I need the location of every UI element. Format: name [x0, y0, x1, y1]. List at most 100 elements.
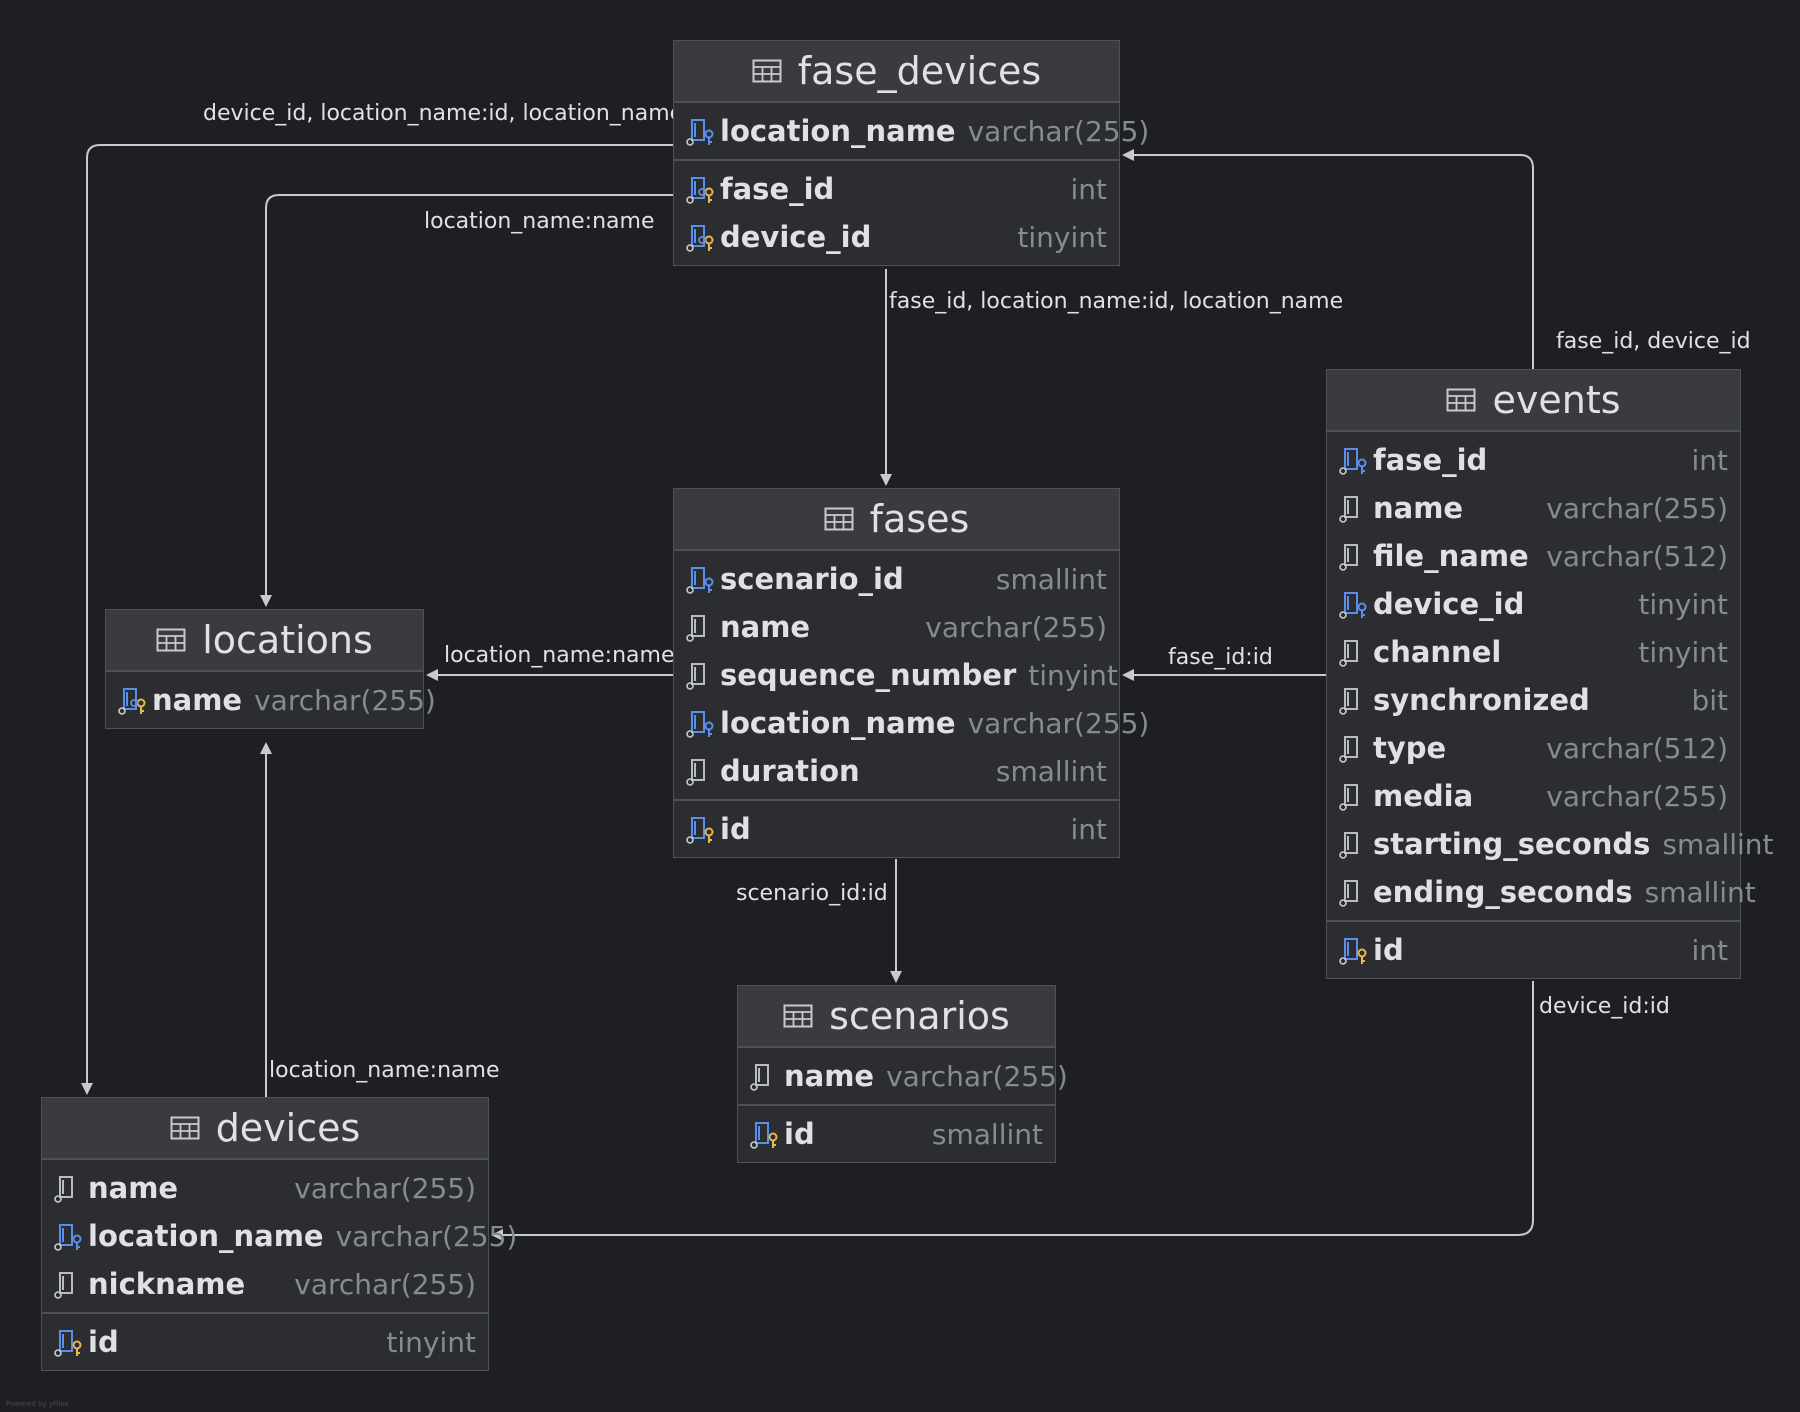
table-title: events	[1492, 378, 1621, 422]
column-type: varchar(255)	[967, 114, 1150, 148]
column-name: fase_id	[1373, 443, 1488, 477]
column-icon	[686, 759, 705, 786]
watermark: Powered by yFiles	[6, 1400, 69, 1408]
relation-line-events-fd[interactable]	[1122, 149, 1534, 369]
column-row[interactable]: name varchar(255)	[106, 676, 436, 724]
table-title: fases	[869, 497, 970, 541]
table-locations[interactable]: locations name varchar(255)	[105, 609, 436, 729]
foreign-key-icon	[686, 711, 714, 738]
table-header[interactable]: scenarios	[738, 986, 1055, 1048]
column-type: smallint	[995, 754, 1107, 788]
table-title: scenarios	[829, 994, 1010, 1038]
column-type: smallint	[1644, 875, 1756, 909]
column-name: duration	[720, 754, 860, 788]
column-name: starting_seconds	[1373, 827, 1651, 861]
relation-label: fase_id:id	[1168, 645, 1273, 670]
column-name: name	[152, 683, 243, 717]
table-header[interactable]: devices	[42, 1098, 488, 1160]
column-type: varchar(255)	[1546, 779, 1728, 813]
foreign-key-icon	[686, 567, 714, 594]
table-header[interactable]: locations	[106, 610, 423, 672]
column-icon	[1339, 784, 1358, 811]
table-header[interactable]: fases	[674, 489, 1119, 551]
primary-foreign-key-icon	[686, 225, 714, 252]
column-name: device_id	[1373, 587, 1525, 621]
column-icon	[686, 615, 705, 642]
primary-key-icon	[54, 1330, 82, 1357]
table-header[interactable]: events	[1327, 370, 1740, 432]
column-row[interactable]: synchronized bit	[1327, 676, 1740, 724]
relation-line-fd-devices[interactable]	[81, 144, 673, 1095]
column-name: name	[784, 1059, 875, 1093]
foreign-key-icon	[1339, 448, 1367, 475]
column-type: varchar(255)	[925, 610, 1107, 644]
column-name: channel	[1373, 635, 1502, 669]
column-type: int	[1691, 933, 1728, 967]
column-type: varchar(255)	[967, 706, 1150, 740]
relation-line-fd-locations[interactable]	[260, 194, 673, 607]
table-title: locations	[202, 618, 373, 662]
column-row[interactable]: duration smallint	[674, 747, 1119, 795]
column-icon	[1339, 688, 1358, 715]
column-type: varchar(255)	[254, 683, 436, 717]
column-type: varchar(255)	[294, 1171, 476, 1205]
column-name: device_id	[720, 220, 872, 254]
table-title: fase_devices	[797, 49, 1042, 93]
column-section: name varchar(255)	[738, 1048, 1068, 1104]
relation-label: fase_id, device_id	[1556, 329, 1751, 354]
column-icon	[1339, 544, 1358, 571]
column-type: bit	[1691, 683, 1728, 717]
column-icon	[54, 1272, 73, 1299]
column-name: nickname	[88, 1267, 246, 1301]
column-name: sequence_number	[720, 658, 1017, 692]
column-type: varchar(255)	[886, 1059, 1068, 1093]
foreign-key-icon	[686, 119, 714, 146]
column-row[interactable]: name varchar(255)	[738, 1052, 1068, 1100]
column-name: synchronized	[1373, 683, 1590, 717]
column-type: smallint	[931, 1117, 1043, 1151]
table-icon	[824, 507, 854, 531]
column-icon	[1339, 880, 1358, 907]
column-icon	[54, 1176, 73, 1203]
column-name: id	[720, 812, 751, 846]
table-header[interactable]: fase_devices	[674, 41, 1119, 103]
column-type: varchar(255)	[335, 1219, 518, 1253]
table-title: devices	[215, 1106, 361, 1150]
column-name: id	[88, 1325, 119, 1359]
relation-line-events-devices[interactable]	[491, 981, 1534, 1241]
table-icon	[783, 1004, 813, 1028]
